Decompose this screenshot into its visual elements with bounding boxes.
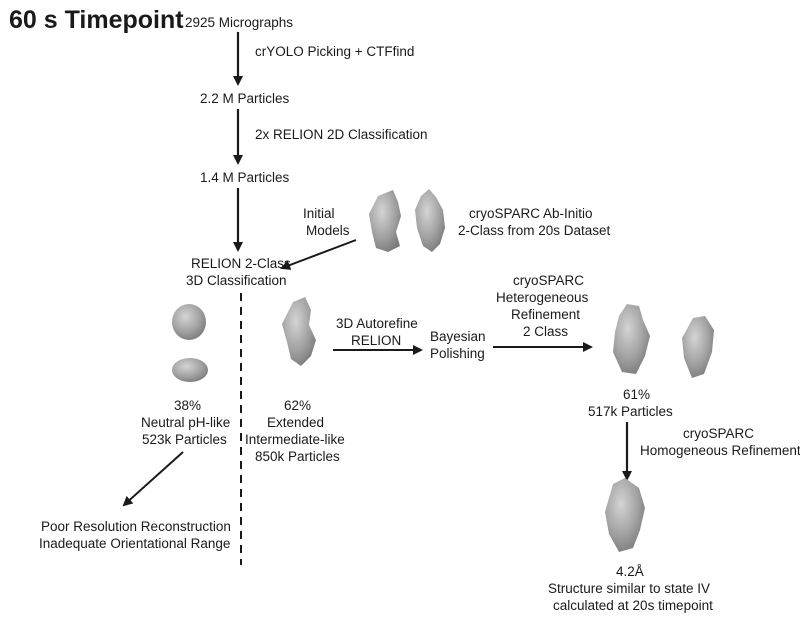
bayesian-line1: Bayesian [430,329,486,344]
abinitio-line1: cryoSPARC Ab-Initio [469,206,593,221]
hetero-pct-label: 61% [623,387,651,402]
extended-pct-label: 62% [284,398,312,413]
hetero-line4: 2 Class [523,324,569,339]
final-res-label: 4.2Å [616,564,644,579]
bayesian-line2: Polishing [430,346,485,361]
relion-2d-step-label: 2x RELION 2D Classification [255,127,428,142]
density-map-icon [282,297,316,366]
density-map-icon [369,189,445,252]
abinitio-line2: 2-Class from 20s Dataset [458,223,611,238]
final-line1: Structure similar to state IV [548,581,711,596]
relion-3d-line2: 3D Classification [186,273,287,288]
poor-res-line1: Poor Resolution Reconstruction [41,519,231,534]
neutral-pct-label: 38% [174,398,202,413]
initial-models-line2: Models [306,223,350,238]
extended-count-label: 850k Particles [255,449,340,464]
autorefine-line1: 3D Autorefine [336,316,418,331]
particles-2-2m-label: 2.2 M Particles [200,91,290,106]
density-map-icon [605,478,645,552]
relion-3d-line1: RELION 2-Class [191,256,291,271]
initial-models-line1: Initial [303,206,335,221]
hetero-line3: Refinement [511,307,581,322]
arrow-neutral-to-poor [122,451,184,507]
page-title: 60 s Timepoint [9,6,184,34]
autorefine-line2: RELION [351,333,402,348]
homo-line2: Homogeneous Refinement [640,443,800,458]
hetero-count-label: 517k Particles [588,404,673,419]
arrow-initial-models [280,239,357,270]
density-map-icon [172,304,208,382]
density-map-icon [613,304,714,378]
final-line2: calculated at 20s timepoint [553,598,713,613]
neutral-name-label: Neutral pH-like [141,415,231,430]
homo-line1: cryoSPARC [683,426,755,441]
particles-1-4m-label: 1.4 M Particles [200,170,290,185]
extended-name2-label: Intermediate-like [245,432,345,447]
neutral-count-label: 523k Particles [142,432,227,447]
hetero-line2: Heterogeneous [496,290,589,305]
extended-name1-label: Extended [267,415,325,430]
hetero-line1: cryoSPARC [513,273,585,288]
micrographs-label: 2925 Micrographs [185,15,294,30]
crYOLO-step-label: crYOLO Picking + CTFfind [255,44,415,59]
poor-res-line2: Inadequate Orientational Range [39,536,231,551]
